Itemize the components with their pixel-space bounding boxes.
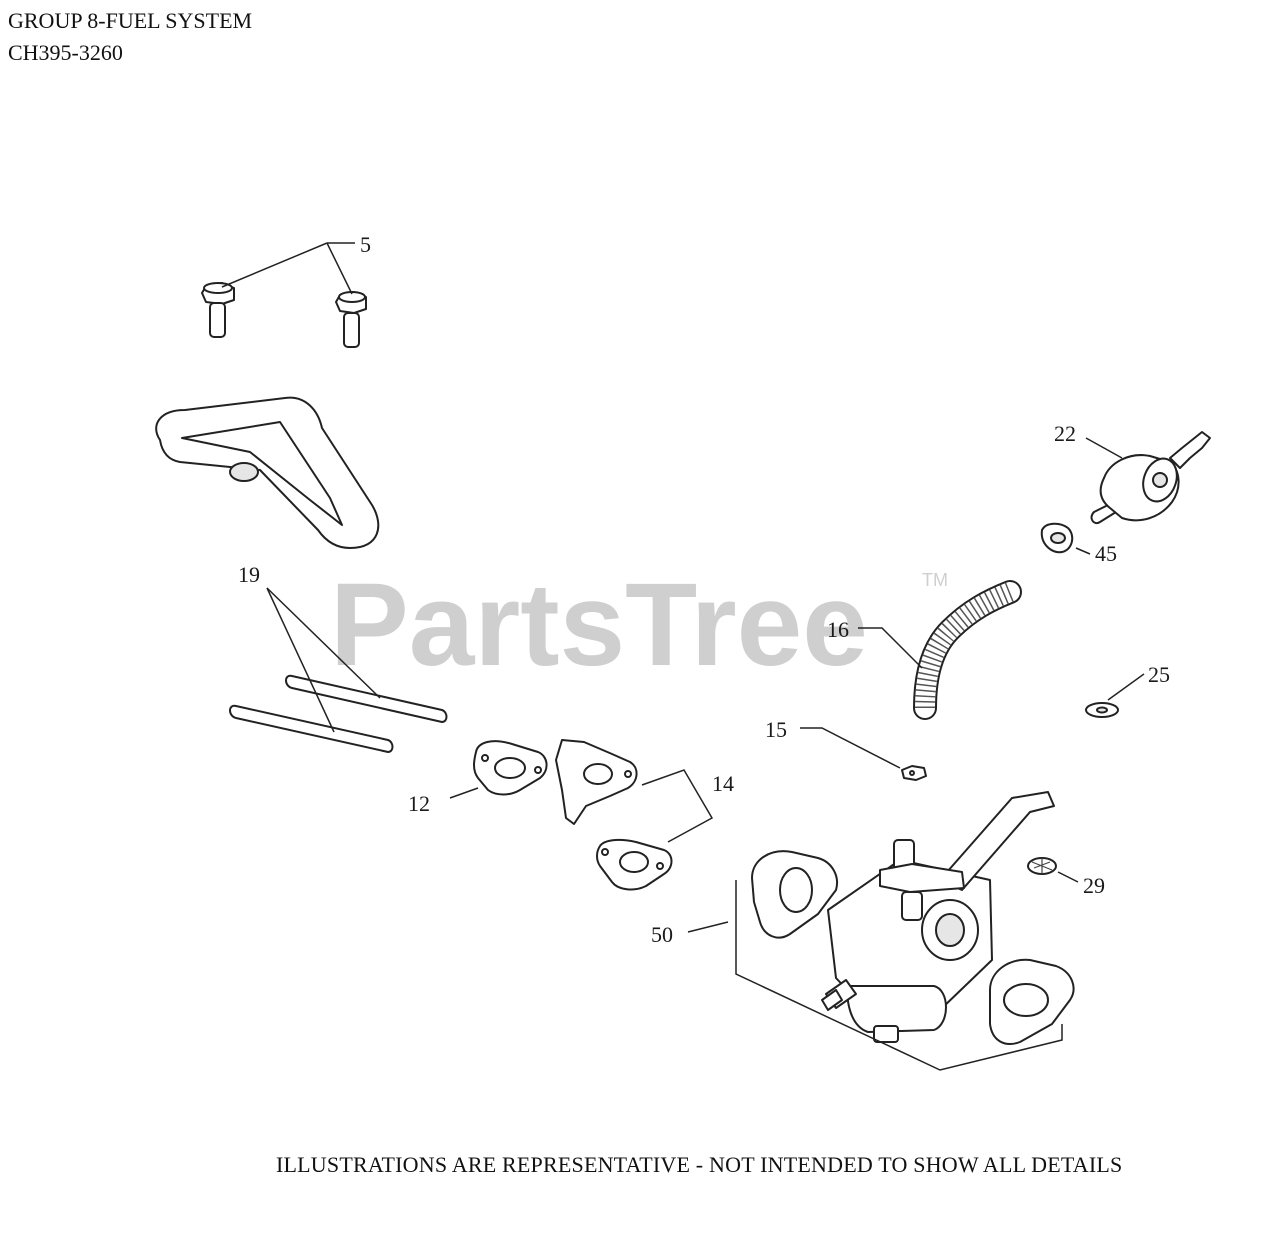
part-carburetor-spacer[interactable] [155,396,380,549]
part-fuel-line-16[interactable] [858,580,1022,720]
callout-25[interactable]: 25 [1148,662,1170,687]
diagram-group-title: GROUP 8-FUEL SYSTEM [8,8,253,33]
part-carburetor-kit-50[interactable] [687,791,1075,1071]
part-studs[interactable] [229,587,448,753]
part-flange-bolts[interactable] [201,242,367,348]
callout-14[interactable]: 14 [712,771,734,796]
part-gasket-12[interactable] [449,740,548,799]
part-washer-25[interactable] [1085,673,1145,718]
model-code: CH395-3260 [8,40,123,65]
callout-29[interactable]: 29 [1083,873,1105,898]
part-hose-clamp-15[interactable] [800,727,927,781]
callout-50[interactable]: 50 [651,922,673,947]
callout-12[interactable]: 12 [408,791,430,816]
part-plate-gasket-14[interactable] [555,739,714,891]
disclaimer-footer: ILLUSTRATIONS ARE REPRESENTATIVE - NOT I… [276,1152,1123,1177]
callout-45[interactable]: 45 [1095,541,1117,566]
callout-19[interactable]: 19 [238,562,260,587]
callout-5[interactable]: 5 [360,232,371,257]
watermark-brand: PartsTree [330,559,868,691]
callout-16[interactable]: 16 [827,617,849,642]
part-filter-screen-29[interactable] [1027,857,1079,883]
watermark-trademark: TM [922,570,948,590]
callout-15[interactable]: 15 [765,717,787,742]
callout-22[interactable]: 22 [1054,421,1076,446]
part-fuel-filter-22[interactable] [1085,431,1211,524]
part-hose-clamp-45[interactable] [1040,522,1091,555]
